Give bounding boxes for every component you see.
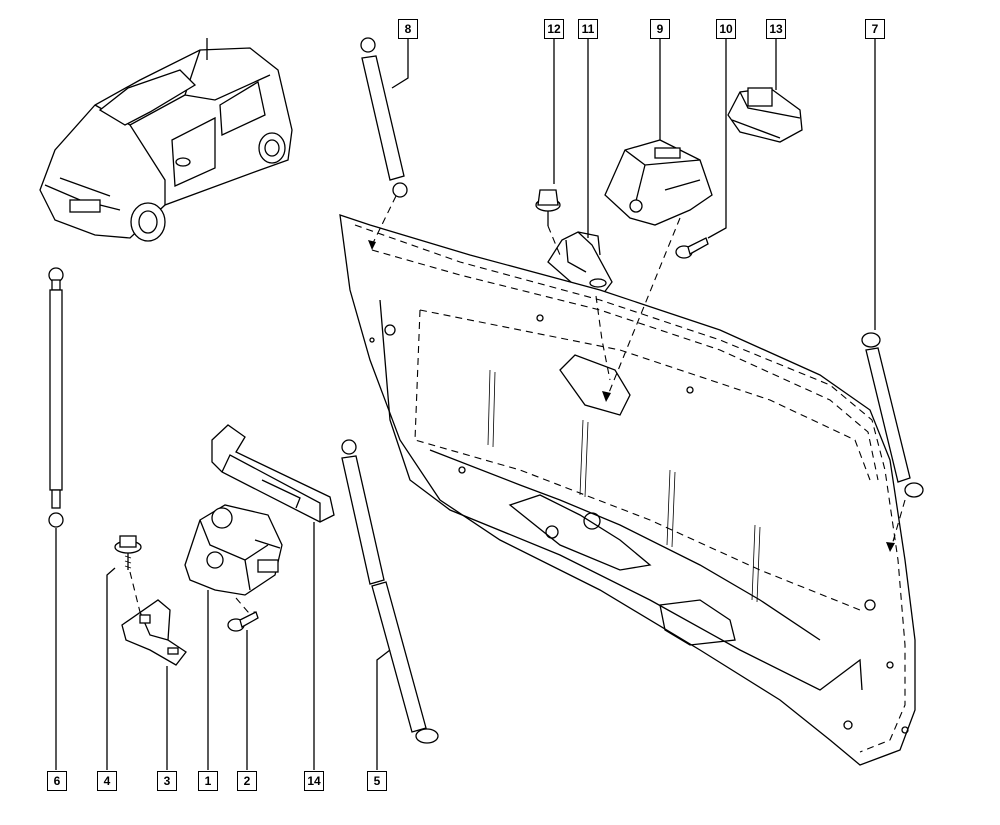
callout-6: 6 (47, 771, 67, 791)
screw-10 (675, 237, 709, 259)
bolt-4 (114, 535, 142, 570)
gas-strut-5 (341, 439, 439, 744)
callout-9: 9 (650, 19, 670, 39)
callout-10: 10 (716, 19, 736, 39)
screw-2 (227, 611, 259, 632)
callout-13: 13 (766, 19, 786, 39)
callout-12: 12 (544, 19, 564, 39)
assembly-guide-lines (129, 195, 906, 613)
gas-strut-7 (861, 332, 924, 498)
lock-1 (184, 504, 283, 596)
bracket-14 (211, 424, 335, 523)
callout-5: 5 (367, 771, 387, 791)
callout-7: 7 (865, 19, 885, 39)
tailgate-panel (339, 214, 916, 766)
vent-slots (487, 369, 761, 603)
switch-13 (727, 87, 803, 143)
callout-8: 8 (398, 19, 418, 39)
bolt-12 (535, 189, 561, 226)
callout-11: 11 (578, 19, 598, 39)
striker-3 (121, 599, 187, 666)
callout-1: 1 (198, 771, 218, 791)
car-illustration (39, 38, 293, 242)
lock-9 (604, 139, 713, 226)
striker-11 (547, 231, 613, 299)
callout-4: 4 (97, 771, 117, 791)
gas-strut-8 (360, 37, 408, 198)
callout-14: 14 (304, 771, 324, 791)
gas-strut-6 (48, 267, 64, 528)
callout-2: 2 (237, 771, 257, 791)
callout-3: 3 (157, 771, 177, 791)
leader-lines (55, 38, 876, 770)
